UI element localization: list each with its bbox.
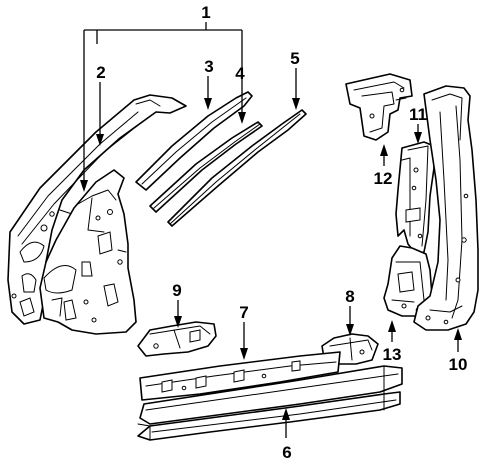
part-front-pillar-inner [39,169,137,335]
part-weatherstrip-retainer [149,121,263,213]
callout-13: 13 [383,345,402,364]
callout-2: 2 [96,63,105,82]
callout-5: 5 [290,49,299,68]
callout-6: 6 [282,443,291,462]
part-center-pillar-reinforcement [395,141,435,255]
callout-4: 4 [235,64,245,83]
callout-11: 11 [409,105,427,124]
part-center-pillar-outer [413,85,479,331]
leader-lines [80,22,462,438]
callout-9: 9 [172,281,181,300]
callout-7: 7 [239,303,248,322]
part-front-bracket [137,321,217,357]
callout-labels: 1 2 3 4 5 6 7 8 9 10 11 12 13 [96,3,467,462]
part-roof-drip [167,109,307,227]
callout-10: 10 [449,355,468,374]
callout-1: 1 [201,3,210,22]
callout-3: 3 [204,57,213,76]
callout-8: 8 [345,287,354,306]
part-center-pillar-upper [345,73,413,141]
part-roof-side-rail [135,91,253,191]
callout-12: 12 [374,169,393,188]
part-rocker-reinforcement [139,351,341,401]
part-rocker-panel [137,365,403,441]
